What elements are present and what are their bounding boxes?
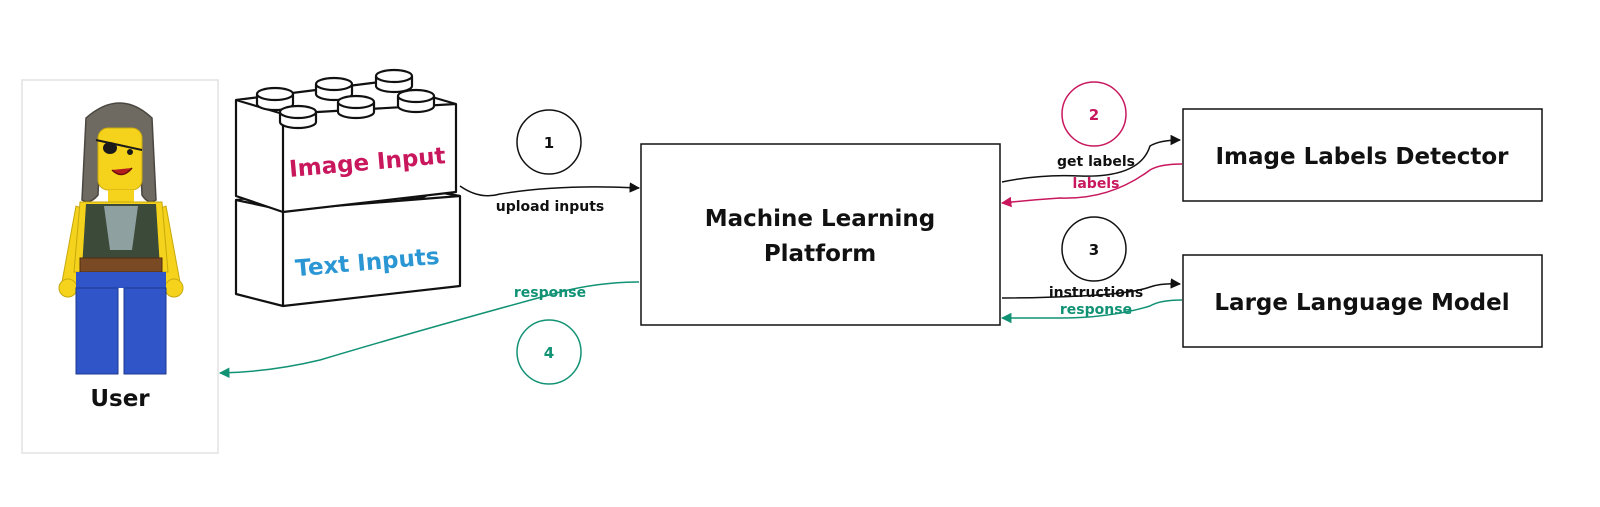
llm-response-label: response (1060, 302, 1132, 318)
labels-return-arrow (1000, 163, 1183, 208)
input-bricks (234, 68, 462, 308)
step-2-number: 2 (1089, 106, 1099, 124)
step-3-number: 3 (1089, 241, 1099, 259)
image-input-brick (234, 68, 458, 214)
step-4-number: 4 (544, 344, 554, 362)
upload-inputs-label: upload inputs (496, 199, 605, 215)
upload-inputs-arrow (459, 182, 641, 197)
detector-label: Image Labels Detector (1216, 144, 1510, 170)
user-response-arrow (218, 281, 640, 379)
get-labels-arrow (1001, 134, 1182, 183)
llm-response-arrow (1000, 299, 1183, 324)
user-minifigure-icon (58, 102, 184, 375)
labels-return-label: labels (1073, 176, 1120, 192)
user-label: User (90, 386, 150, 412)
step-4-circle (516, 319, 582, 385)
instructions-arrow (1001, 278, 1182, 299)
ml-platform-node: Machine Learning Platform (640, 143, 1001, 326)
step-3-circle (1061, 216, 1127, 282)
instructions-label: instructions (1049, 285, 1143, 301)
user-node: User (21, 79, 219, 454)
step-1-number: 1 (544, 134, 554, 152)
image-labels-detector-node: Image Labels Detector (1182, 108, 1543, 202)
get-labels-label: get labels (1057, 154, 1135, 170)
large-language-model-node: Large Language Model (1182, 254, 1543, 348)
user-response-label: response (514, 285, 586, 301)
step-2-circle (1061, 81, 1127, 147)
platform-label-line1: Machine Learning (705, 206, 936, 232)
step-1-circle (516, 109, 582, 175)
llm-label: Large Language Model (1214, 290, 1509, 316)
platform-label-line2: Platform (764, 241, 876, 267)
